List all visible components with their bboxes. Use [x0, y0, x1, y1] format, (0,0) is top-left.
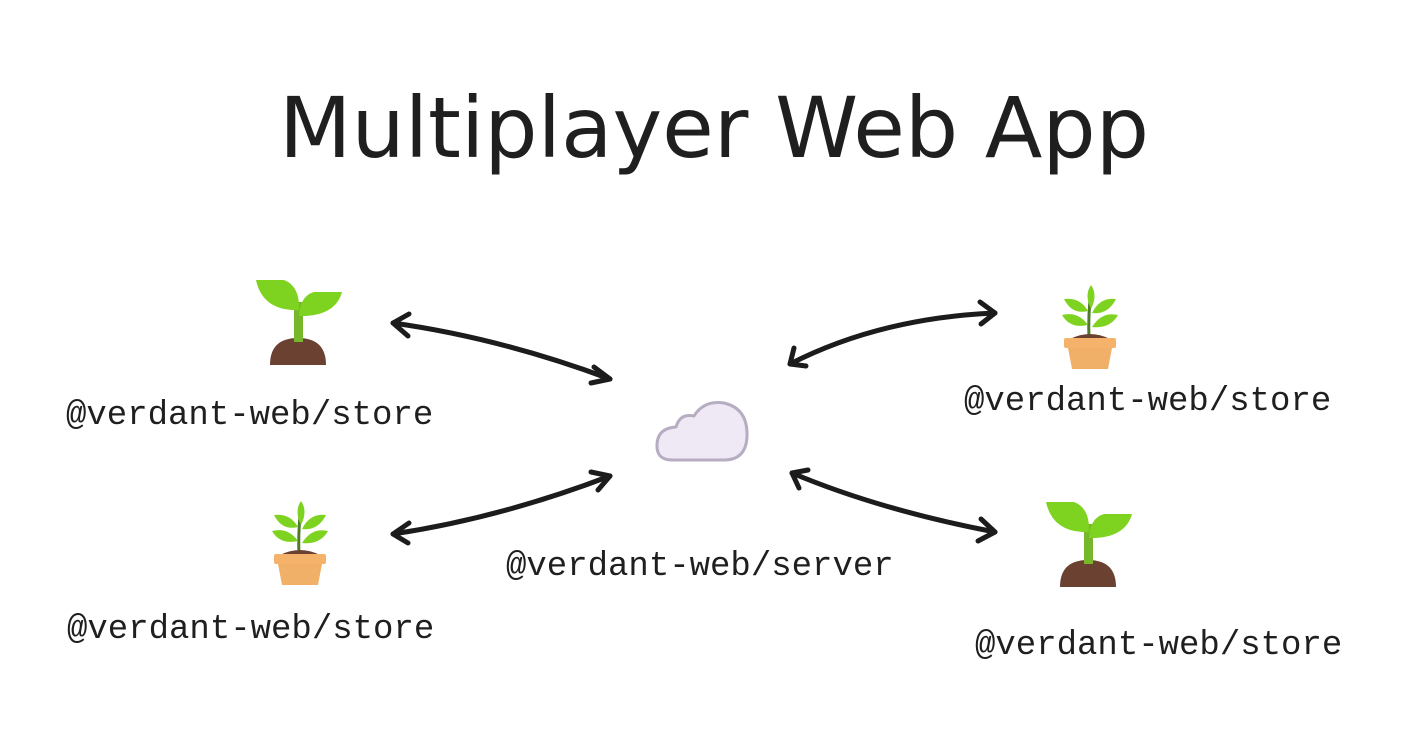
arrow-top-right-to-server — [787, 299, 998, 369]
potted-plant-icon — [1062, 285, 1118, 369]
server-label: @verdant-web/server — [506, 548, 894, 586]
potted-plant-icon — [272, 501, 328, 585]
seedling-icon — [1046, 502, 1132, 587]
client-label-bottom-right: @verdant-web/store — [975, 627, 1343, 665]
cloud-icon — [655, 401, 749, 462]
client-label-bottom-left: @verdant-web/store — [67, 611, 435, 649]
arrow-top-left-to-server — [390, 311, 613, 386]
client-label-top-left: @verdant-web/store — [66, 397, 434, 435]
arrow-bottom-right-to-server — [789, 467, 998, 544]
client-label-top-right: @verdant-web/store — [964, 383, 1332, 421]
diagram-title: Multiplayer Web App — [278, 79, 1150, 177]
arrow-bottom-left-to-server — [390, 469, 613, 546]
seedling-icon — [256, 280, 342, 365]
